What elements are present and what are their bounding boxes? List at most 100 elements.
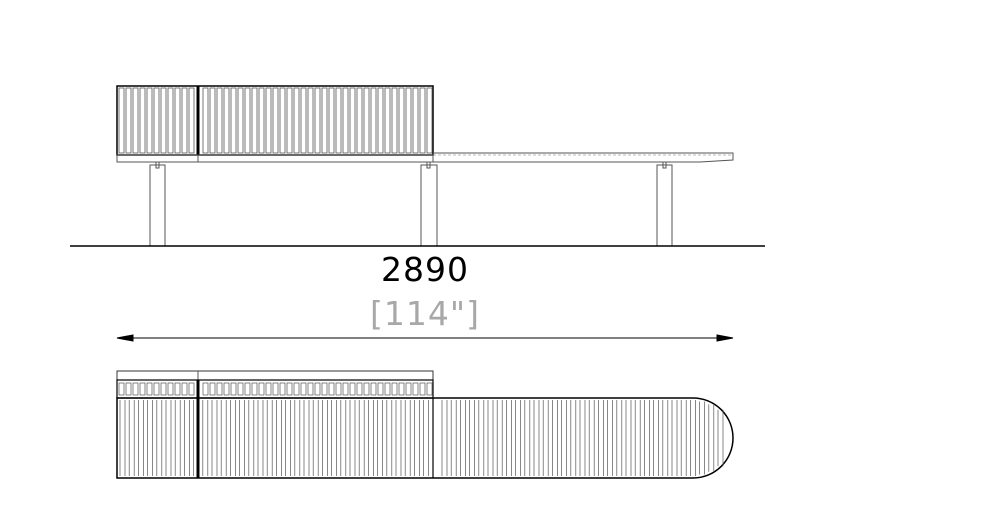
- slat: [132, 87, 139, 154]
- side-elevation: [70, 85, 765, 247]
- slat: [328, 382, 335, 396]
- slat: [349, 87, 356, 154]
- slat: [279, 87, 286, 154]
- dimension-mm-label: 2890: [381, 250, 469, 289]
- slat: [279, 382, 286, 396]
- slat: [202, 87, 209, 154]
- leg-2: [420, 164, 438, 247]
- slat: [160, 87, 167, 154]
- slat: [405, 382, 412, 396]
- slat: [412, 382, 419, 396]
- slat: [251, 87, 258, 154]
- slat: [230, 382, 237, 396]
- slat: [398, 382, 405, 396]
- backrest-frame: [116, 85, 434, 156]
- slat: [293, 87, 300, 154]
- slat: [132, 382, 139, 396]
- slat: [286, 382, 293, 396]
- slat: [419, 87, 426, 154]
- slat: [307, 87, 314, 154]
- slat: [384, 382, 391, 396]
- slat: [300, 382, 307, 396]
- seat-slab-right: [433, 152, 734, 163]
- slat: [300, 87, 307, 154]
- plan-view: [116, 370, 734, 479]
- slat: [139, 382, 146, 396]
- slat: [139, 87, 146, 154]
- slat: [167, 87, 174, 154]
- slat: [342, 87, 349, 154]
- seat-slab-left: [116, 154, 434, 163]
- slat: [377, 382, 384, 396]
- slat: [335, 87, 342, 154]
- seat-plan-outline: [116, 397, 734, 479]
- slat: [181, 87, 188, 154]
- slat: [272, 87, 279, 154]
- slat: [286, 87, 293, 154]
- slat: [181, 382, 188, 396]
- slat: [293, 382, 300, 396]
- slat: [216, 87, 223, 154]
- slat: [398, 87, 405, 154]
- slat: [356, 382, 363, 396]
- slat: [377, 87, 384, 154]
- slat: [363, 87, 370, 154]
- slat: [160, 382, 167, 396]
- slat: [426, 87, 433, 154]
- slat: [412, 87, 419, 154]
- backrest-plan-slats: [118, 382, 433, 396]
- slat: [307, 382, 314, 396]
- slat: [370, 87, 377, 154]
- slat: [314, 382, 321, 396]
- slat: [230, 87, 237, 154]
- slat: [321, 382, 328, 396]
- leg-1: [149, 164, 166, 247]
- slat: [174, 87, 181, 154]
- dimension-inch-label: [114"]: [370, 294, 480, 333]
- slat: [405, 87, 412, 154]
- slat: [188, 382, 195, 396]
- slat: [223, 382, 230, 396]
- backrest-slats: [118, 87, 433, 154]
- slat: [237, 87, 244, 154]
- slat: [363, 382, 370, 396]
- slat: [237, 382, 244, 396]
- slat: [419, 382, 426, 396]
- slat: [244, 382, 251, 396]
- seat-plan-slats: [119, 400, 724, 476]
- slat: [125, 87, 132, 154]
- slat: [223, 87, 230, 154]
- slat: [146, 382, 153, 396]
- slat: [125, 382, 132, 396]
- slat: [188, 87, 195, 154]
- slat: [258, 87, 265, 154]
- backrest-top-strip: [116, 370, 434, 381]
- slat: [370, 382, 377, 396]
- slat: [391, 382, 398, 396]
- slat: [384, 87, 391, 154]
- slat: [174, 382, 181, 396]
- slat: [202, 382, 209, 396]
- slat: [356, 87, 363, 154]
- slat: [328, 87, 335, 154]
- slat: [426, 382, 433, 396]
- slat: [153, 382, 160, 396]
- slat: [209, 87, 216, 154]
- slat: [118, 382, 125, 396]
- slat: [258, 382, 265, 396]
- slat: [321, 87, 328, 154]
- dimension-arrow: [116, 334, 734, 342]
- slat: [118, 87, 125, 154]
- slat: [167, 382, 174, 396]
- slat: [244, 87, 251, 154]
- slat: [391, 87, 398, 154]
- slat: [216, 382, 223, 396]
- slat: [209, 382, 216, 396]
- slat: [335, 382, 342, 396]
- slat: [146, 87, 153, 154]
- slat: [314, 87, 321, 154]
- slat: [349, 382, 356, 396]
- slat: [251, 382, 258, 396]
- slat: [342, 382, 349, 396]
